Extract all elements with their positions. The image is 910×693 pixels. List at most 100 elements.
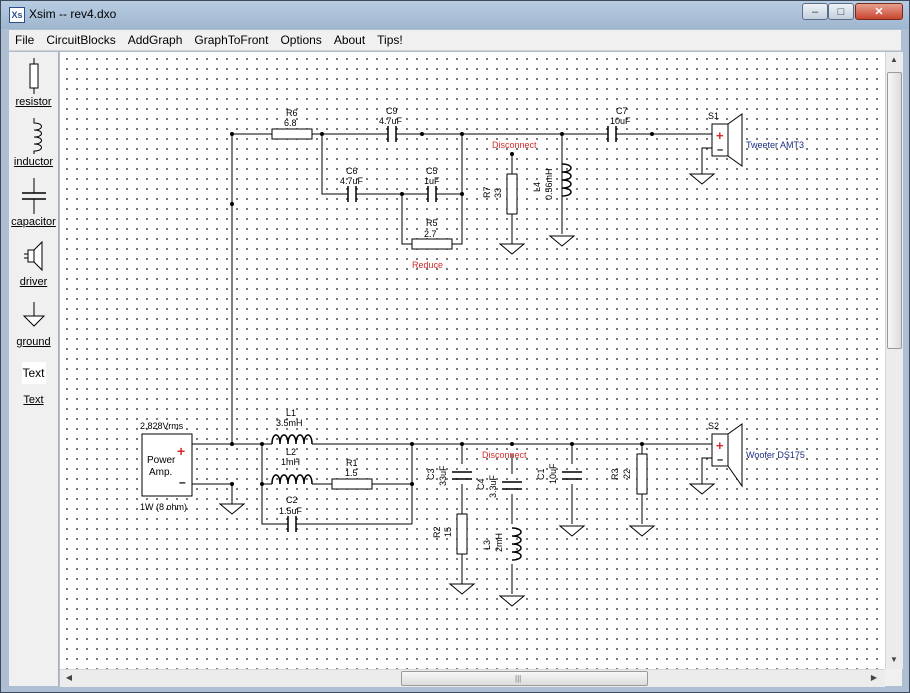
c3-name: C3 <box>426 468 436 480</box>
s2-plus: + <box>716 438 724 453</box>
schematic-canvas[interactable]: R6 6.8 C9 4.7uF C7 10uF <box>60 52 885 669</box>
c9-name: C9 <box>386 106 398 116</box>
c1-name: C1 <box>536 468 546 480</box>
text-tool-sample: Text <box>21 362 46 384</box>
l3-name: L3 <box>482 540 492 550</box>
amp-name-line1: Power <box>147 455 176 466</box>
minimize-button[interactable]: – <box>802 3 828 20</box>
r6-name: R6 <box>286 108 298 118</box>
c7-name: C7 <box>616 106 628 116</box>
s2-minus: – <box>717 454 723 466</box>
horizontal-scrollbar[interactable]: ◀ ||| ▶ <box>60 669 885 687</box>
r1-value: 1.5 <box>345 468 358 478</box>
menu-bar: File CircuitBlocks AddGraph GraphToFront Opt… <box>9 30 901 51</box>
capacitor-c7[interactable]: C7 10uF <box>602 106 631 142</box>
junctions <box>230 132 654 486</box>
r6-value: 6.8 <box>284 118 297 128</box>
s1-plus: + <box>716 128 724 143</box>
tool-resistor[interactable]: resistor <box>9 58 58 108</box>
resistor-r2[interactable]: R2 15 <box>432 513 468 555</box>
capacitor-icon <box>21 178 46 214</box>
scroll-right-arrow[interactable]: ▶ <box>870 673 878 682</box>
power-amplifier[interactable]: 2.828Vrms Power Amp. + – 1W (8 ohm) <box>140 421 193 512</box>
disconnect-label-top[interactable]: Disconnect <box>492 140 537 150</box>
capacitor-c5[interactable]: C5 1uF <box>422 166 442 202</box>
disconnect-label-bottom[interactable]: Disconnect <box>482 450 527 460</box>
vertical-scroll-thumb[interactable] <box>887 72 902 349</box>
ground-r7 <box>498 234 526 255</box>
r2-value: 15 <box>443 527 453 537</box>
s1-label: Tweeter AMT3 <box>746 140 804 150</box>
l4-name: L4 <box>532 182 542 192</box>
menu-addgraph[interactable]: AddGraph <box>127 33 183 47</box>
inductor-l3[interactable]: L3 2mH <box>482 527 522 561</box>
capacitor-c6[interactable]: C6 4.7uF <box>340 166 364 202</box>
tool-text[interactable]: Text Text <box>9 362 58 406</box>
s2-label: Woofer DS175 <box>746 450 805 460</box>
title-bar[interactable]: Xs Xsim -- rev4.dxo – □ ✕ <box>1 1 909 29</box>
r3-value: 22 <box>622 469 632 479</box>
speaker-s2[interactable]: + – S2 Woofer DS175 <box>708 421 805 488</box>
capacitor-c2[interactable]: C2 1.5uF <box>279 495 303 532</box>
c5-name: C5 <box>426 166 438 176</box>
close-button[interactable]: ✕ <box>855 3 903 20</box>
speaker-s1[interactable]: + – S1 Tweeter AMT3 <box>708 111 804 167</box>
ground-s1 <box>688 147 716 185</box>
resistor-r7[interactable]: R7 33 <box>482 173 518 215</box>
menu-graphtofront[interactable]: GraphToFront <box>194 33 269 47</box>
tool-capacitor-label: capacitor <box>11 216 56 228</box>
vertical-scrollbar[interactable]: ▲ ▼ <box>885 52 903 669</box>
l2-value: 1mH <box>281 457 300 467</box>
l1-name: L1 <box>286 408 296 418</box>
ground-c1 <box>558 525 586 537</box>
amp-minus: – <box>179 475 186 489</box>
menu-file[interactable]: File <box>15 33 35 47</box>
resistor-r3[interactable]: R3 22 <box>610 453 648 495</box>
c4-value: 3.3uF <box>488 474 498 498</box>
capacitor-c9[interactable]: C9 4.7uF <box>379 106 403 142</box>
c3-value: 33uF <box>438 465 448 486</box>
menu-tips[interactable]: Tips! <box>377 33 403 47</box>
speaker-icon <box>23 240 42 272</box>
scroll-left-arrow[interactable]: ◀ <box>65 673 73 682</box>
reduce-label[interactable]: Reduce <box>412 260 443 270</box>
menu-options[interactable]: Options <box>280 33 322 47</box>
component-toolbox: resistor inductor capacitor driver groun… <box>9 52 59 686</box>
l3-value: 2mH <box>494 533 504 552</box>
s1-name: S1 <box>708 111 719 121</box>
resistor-r6[interactable]: R6 6.8 <box>271 108 313 140</box>
app-icon[interactable]: Xs <box>9 7 25 23</box>
inductor-l2[interactable]: L2 1mH <box>271 447 313 485</box>
r7-value: 33 <box>493 188 503 198</box>
tool-ground[interactable]: ground <box>9 298 58 348</box>
r2-name: R2 <box>432 526 442 538</box>
s1-minus: – <box>717 144 723 156</box>
horizontal-scroll-thumb[interactable]: ||| <box>401 671 648 686</box>
capacitor-c1[interactable]: C1 10uF <box>536 463 582 484</box>
amp-plus: + <box>177 443 185 459</box>
scroll-up-arrow[interactable]: ▲ <box>890 55 898 64</box>
resistor-r1[interactable]: R1 1.5 <box>331 458 373 490</box>
maximize-button[interactable]: □ <box>828 3 854 20</box>
resistor-icon <box>29 58 38 94</box>
menu-about[interactable]: About <box>333 33 366 47</box>
ground-l3 <box>498 595 526 607</box>
tool-driver[interactable]: driver <box>9 238 58 288</box>
wires <box>192 133 712 594</box>
ground-amp <box>218 503 246 515</box>
inductor-l1[interactable]: L1 3.5mH <box>271 408 313 445</box>
c2-name: C2 <box>286 495 298 505</box>
l1-value: 3.5mH <box>276 418 303 428</box>
tool-inductor-label: inductor <box>13 156 54 168</box>
r3-name: R3 <box>610 468 620 480</box>
l4-value: 0.56mH <box>544 168 554 200</box>
capacitor-c4[interactable]: C4 3.3uF <box>476 474 522 498</box>
amp-name-line2: Amp. <box>149 467 172 478</box>
capacitor-c3[interactable]: C3 33uF <box>426 465 472 486</box>
menu-circuitblocks[interactable]: CircuitBlocks <box>46 33 116 47</box>
resistor-r5[interactable]: R5 2.7 Reduce <box>411 218 453 270</box>
scroll-down-arrow[interactable]: ▼ <box>890 655 898 664</box>
tool-inductor[interactable]: inductor <box>9 118 58 168</box>
tool-capacitor[interactable]: capacitor <box>9 178 58 228</box>
inductor-l4[interactable]: L4 0.56mH <box>532 163 572 200</box>
